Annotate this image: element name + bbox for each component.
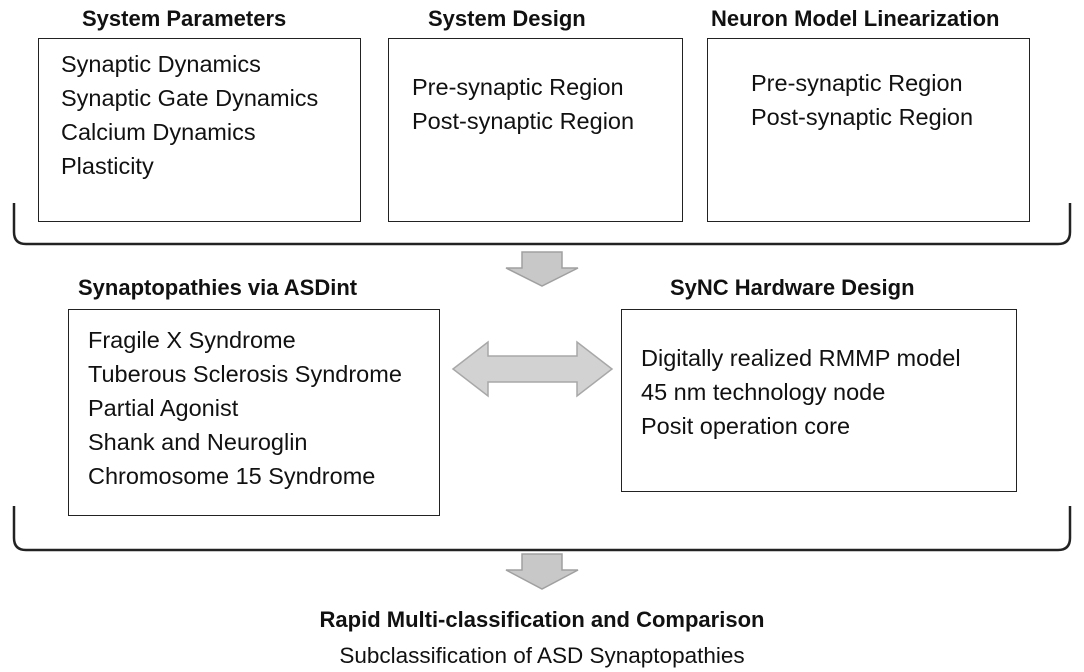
neuron-model-linearization-heading: Neuron Model Linearization bbox=[711, 6, 1000, 31]
neuron-model-linearization-list: Pre-synaptic Region Post-synaptic Region bbox=[708, 39, 1029, 134]
list-item: Synaptic Dynamics bbox=[61, 51, 261, 77]
bottom-bracket bbox=[12, 506, 1072, 552]
system-parameters-box: Synaptic Dynamics Synaptic Gate Dynamics… bbox=[38, 38, 361, 222]
result-title: Rapid Multi-classification and Compariso… bbox=[319, 607, 765, 632]
list-item: Pre-synaptic Region bbox=[751, 70, 963, 96]
system-parameters-list: Synaptic Dynamics Synaptic Gate Dynamics… bbox=[39, 39, 360, 183]
bidirectional-arrow-icon bbox=[451, 340, 614, 398]
list-item: Partial Agonist bbox=[88, 395, 239, 421]
synaptopathies-box: Fragile X Syndrome Tuberous Sclerosis Sy… bbox=[68, 309, 440, 516]
list-item: Pre-synaptic Region bbox=[412, 74, 624, 100]
result-subtitle: Subclassification of ASD Synaptopathies bbox=[339, 643, 745, 668]
top-bracket bbox=[12, 203, 1072, 246]
down-arrow-bottom-icon bbox=[505, 553, 579, 590]
synaptopathies-list: Fragile X Syndrome Tuberous Sclerosis Sy… bbox=[69, 310, 439, 493]
list-item: 45 nm technology node bbox=[641, 379, 886, 405]
system-parameters-heading: System Parameters bbox=[82, 6, 287, 31]
down-arrow-top-icon bbox=[505, 251, 579, 287]
sync-hardware-box: Digitally realized RMMP model 45 nm tech… bbox=[621, 309, 1017, 492]
list-item: Fragile X Syndrome bbox=[88, 327, 296, 353]
list-item: Synaptic Gate Dynamics bbox=[61, 85, 319, 111]
system-design-box: Pre-synaptic Region Post-synaptic Region bbox=[388, 38, 683, 222]
list-item: Calcium Dynamics bbox=[61, 119, 256, 145]
sync-hardware-heading: SyNC Hardware Design bbox=[670, 275, 915, 300]
system-design-heading: System Design bbox=[428, 6, 586, 31]
list-item: Chromosome 15 Syndrome bbox=[88, 463, 376, 489]
list-item: Post-synaptic Region bbox=[751, 104, 974, 130]
neuron-model-linearization-box: Pre-synaptic Region Post-synaptic Region bbox=[707, 38, 1030, 222]
list-item: Shank and Neuroglin bbox=[88, 429, 308, 455]
synaptopathies-heading: Synaptopathies via ASDint bbox=[78, 275, 358, 300]
list-item: Post-synaptic Region bbox=[412, 108, 635, 134]
list-item: Tuberous Sclerosis Syndrome bbox=[88, 361, 402, 387]
sync-hardware-list: Digitally realized RMMP model 45 nm tech… bbox=[622, 310, 1016, 443]
list-item: Posit operation core bbox=[641, 413, 851, 439]
system-design-list: Pre-synaptic Region Post-synaptic Region bbox=[389, 39, 682, 138]
list-item: Plasticity bbox=[61, 153, 154, 179]
list-item: Digitally realized RMMP model bbox=[641, 345, 961, 371]
